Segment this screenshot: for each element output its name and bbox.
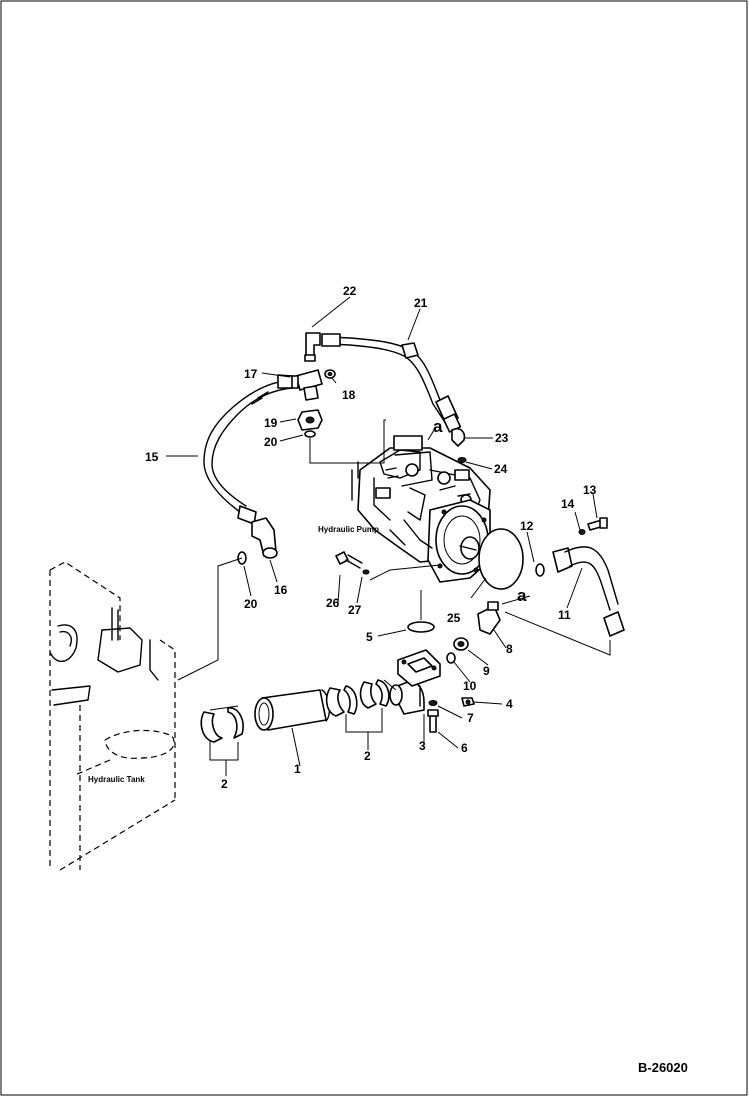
adapter-8 [477,601,501,635]
callout-2-right: 2 [364,749,371,763]
suction-elbow [389,649,441,715]
callout-27: 27 [348,603,362,617]
o-ring-10 [446,652,456,664]
callout-14: 14 [561,497,575,511]
callout-21: 21 [414,296,428,310]
o-ring-25 [478,528,524,590]
bolt-6 [427,709,439,733]
callout-1: 1 [294,762,301,776]
callout-12: 12 [520,519,534,533]
hydraulic-tank-label: Hydraulic Tank [88,775,145,784]
callout-5: 5 [366,630,373,644]
hose-clamp-right-b [359,679,390,709]
hose-11 [552,546,625,637]
callout-23: 23 [495,431,509,445]
callout-24: 24 [494,462,508,476]
plug-18 [324,369,336,379]
callout-20-upper: 20 [264,435,278,449]
callout-11: 11 [558,608,571,622]
callout-19: 19 [264,416,278,430]
hose-clamp-right-a [325,685,358,717]
callout-25: 25 [447,611,461,625]
bolt-13 [587,517,608,531]
hose-clamp-left [200,705,244,743]
drawing-code: B-26020 [638,1060,688,1075]
callout-22: 22 [343,284,357,298]
callout-15: 15 [145,450,159,464]
washer-14 [578,529,586,535]
plug-4 [461,697,475,707]
return-hose-15 [203,374,293,525]
hydraulic-pump [351,435,491,583]
callout-18: 18 [342,388,356,402]
callout-9: 9 [483,664,490,678]
suction-hose [254,689,331,731]
callout-7: 7 [467,711,474,725]
connector-23 [451,427,466,447]
callout-8: 8 [506,642,513,656]
callout-13: 13 [583,483,597,497]
elbow-22 [304,332,321,362]
callout-26: 26 [326,596,340,610]
callout-2-left: 2 [221,777,228,791]
callout-20-lower: 20 [244,597,258,611]
ref-a-upper: a [433,417,443,436]
nut-19 [297,409,323,431]
callout-16: 16 [274,583,288,597]
washer-7 [428,700,438,706]
callout-10: 10 [463,679,477,693]
callout-4: 4 [506,697,513,711]
o-ring-24 [457,457,467,463]
nut-9 [453,637,469,651]
hydraulic-tank [49,561,176,871]
tee-17 [289,369,323,401]
o-ring-20-upper [304,430,316,438]
ref-a-lower: a [517,586,527,605]
elbow-16 [251,517,278,559]
callout-6: 6 [461,741,468,755]
leader-lines [166,296,611,776]
callout-3: 3 [419,739,426,753]
o-ring-12 [535,563,545,577]
o-ring-5 [407,621,435,633]
pressure-hose-21 [321,333,462,433]
bolt-26 [335,551,363,569]
hydraulic-pump-label: Hydraulic Pump [318,525,379,534]
washer-27 [362,569,370,575]
callout-17: 17 [244,367,258,381]
